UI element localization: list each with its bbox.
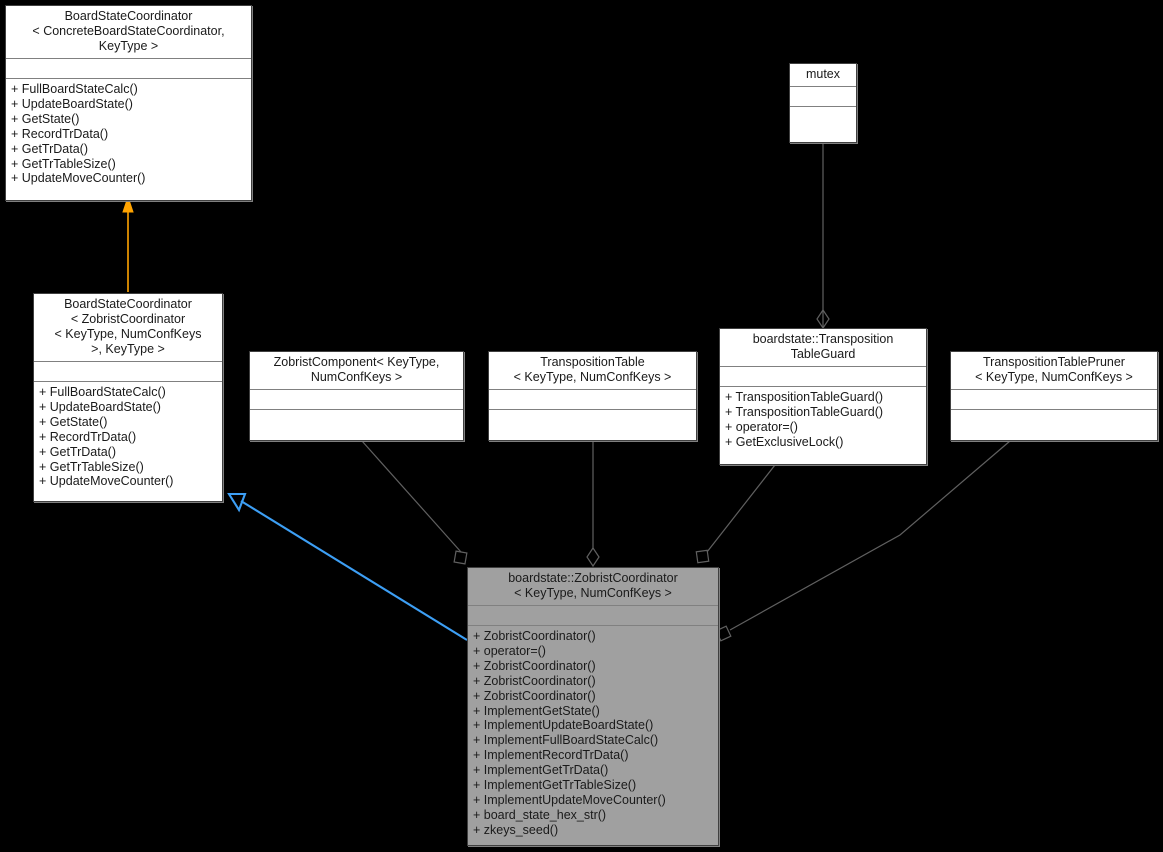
class-box-zobristcoordinator[interactable]: boardstate::ZobristCoordinator < KeyType… (467, 567, 719, 846)
class-box-boardstatecoordinator-instantiated[interactable]: BoardStateCoordinator < ZobristCoordinat… (33, 293, 223, 502)
class-operations-boardstatecoordinator-instantiated: + FullBoardStateCalc() + UpdateBoardStat… (34, 382, 222, 501)
class-box-transpositiontableguard[interactable]: boardstate::Transposition TableGuard + T… (719, 328, 927, 465)
class-attributes-mutex (790, 87, 856, 107)
operation-item: + ImplementGetTrTableSize() (473, 778, 637, 793)
operation-item: + zkeys_seed() (473, 822, 559, 837)
class-name-boardstatecoordinator-template: BoardStateCoordinator < ConcreteBoardSta… (6, 6, 251, 59)
class-name-zobristcoordinator: boardstate::ZobristCoordinator < KeyType… (468, 568, 718, 606)
class-name-transpositiontable: TranspositionTable < KeyType, NumConfKey… (489, 352, 696, 390)
operation-item: + RecordTrData() (39, 429, 137, 444)
operation-item: + ImplementUpdateMoveCounter() (473, 792, 666, 807)
operation-item: + GetTrTableSize() (39, 459, 144, 474)
class-box-mutex[interactable]: mutex (789, 63, 857, 143)
class-box-transpositiontable[interactable]: TranspositionTable < KeyType, NumConfKey… (488, 351, 697, 441)
operation-item: + UpdateBoardState() (11, 96, 133, 111)
class-name-zobristcomponent: ZobristComponent< KeyType, NumConfKeys > (250, 352, 463, 390)
edge-pruner-usage (715, 440, 1011, 642)
class-name-mutex: mutex (790, 64, 856, 87)
operation-item: + RecordTrData() (11, 126, 109, 141)
class-attributes-transpositiontable (489, 390, 696, 410)
edge-table-aggregation (586, 441, 600, 568)
class-operations-transpositiontablepruner (951, 410, 1157, 440)
operation-item: + ImplementGetTrData() (473, 763, 609, 778)
class-operations-mutex (790, 107, 856, 142)
class-attributes-boardstatecoordinator-instantiated (34, 362, 222, 382)
operation-item: + ZobristCoordinator() (473, 629, 596, 643)
class-operations-transpositiontableguard: + TranspositionTableGuard() + Transposit… (720, 387, 926, 464)
operation-item: + GetState() (11, 111, 80, 126)
class-name-transpositiontablepruner: TranspositionTablePruner < KeyType, NumC… (951, 352, 1157, 390)
class-box-boardstatecoordinator-template[interactable]: BoardStateCoordinator < ConcreteBoardSta… (5, 5, 252, 201)
edge-template-binding (122, 195, 134, 292)
class-attributes-boardstatecoordinator-template (6, 59, 251, 79)
operation-item: + GetTrTableSize() (11, 156, 116, 171)
operation-item: + TranspositionTableGuard() (725, 404, 884, 419)
class-operations-transpositiontable (489, 410, 696, 440)
class-attributes-zobristcomponent (250, 390, 463, 410)
operation-item: + ImplementUpdateBoardState() (473, 718, 654, 733)
operation-item: + ZobristCoordinator() (473, 658, 596, 673)
operation-item: + board_state_hex_str() (473, 807, 607, 822)
class-name-boardstatecoordinator-instantiated: BoardStateCoordinator < ZobristCoordinat… (34, 294, 222, 362)
operation-item: + GetTrData() (11, 141, 88, 156)
operation-item: + ImplementRecordTrData() (473, 748, 629, 763)
operation-item: + GetExclusiveLock() (725, 434, 844, 449)
operation-item: + TranspositionTableGuard() (725, 390, 884, 404)
class-attributes-transpositiontableguard (720, 367, 926, 387)
class-name-transpositiontableguard: boardstate::Transposition TableGuard (720, 329, 926, 367)
operation-item: + ZobristCoordinator() (473, 688, 596, 703)
class-operations-zobristcomponent (250, 410, 463, 440)
class-attributes-transpositiontablepruner (951, 390, 1157, 410)
edge-guard-usage (695, 464, 776, 564)
operation-item: + ZobristCoordinator() (473, 673, 596, 688)
class-box-zobristcomponent[interactable]: ZobristComponent< KeyType, NumConfKeys > (249, 351, 464, 441)
operation-item: + UpdateMoveCounter() (11, 171, 146, 186)
edge-component-usage (361, 440, 468, 565)
edge-inheritance (227, 492, 468, 641)
operation-item: + operator=() (725, 419, 798, 434)
operation-item: + UpdateMoveCounter() (39, 474, 174, 489)
operation-item: + FullBoardStateCalc() (39, 385, 166, 399)
class-box-transpositiontablepruner[interactable]: TranspositionTablePruner < KeyType, NumC… (950, 351, 1158, 441)
operation-item: + FullBoardStateCalc() (11, 82, 138, 96)
operation-item: + ImplementFullBoardStateCalc() (473, 733, 659, 748)
class-operations-zobristcoordinator: + ZobristCoordinator() + operator=() + Z… (468, 626, 718, 845)
operation-item: + operator=() (473, 643, 546, 658)
class-operations-boardstatecoordinator-template: + FullBoardStateCalc() + UpdateBoardStat… (6, 79, 251, 200)
operation-item: + GetTrData() (39, 444, 116, 459)
operation-item: + ImplementGetState() (473, 703, 600, 718)
class-attributes-zobristcoordinator (468, 606, 718, 626)
operation-item: + GetState() (39, 414, 108, 429)
operation-item: + UpdateBoardState() (39, 399, 161, 414)
